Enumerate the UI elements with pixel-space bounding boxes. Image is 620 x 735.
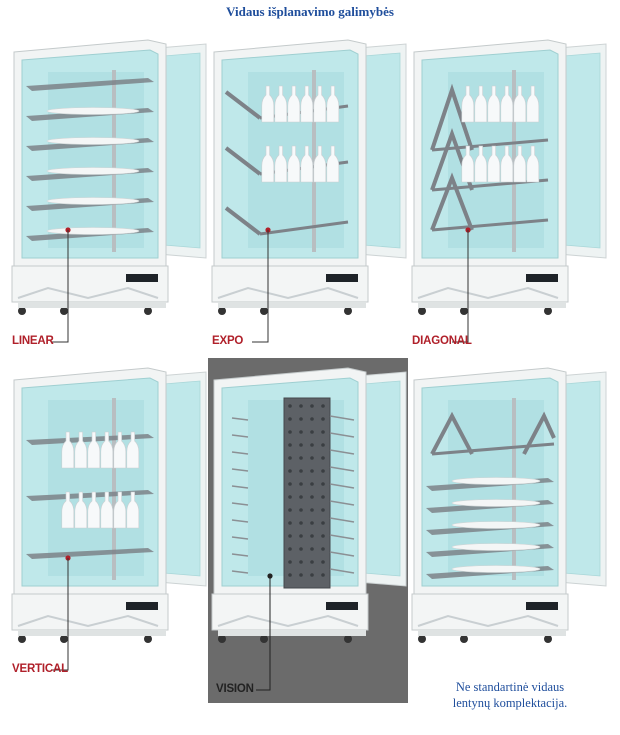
panel-vision: VISION [208,358,413,703]
note-line-1: Ne standartinė vidaus [455,680,565,694]
layout-label-vision: VISION [216,683,254,695]
panel-linear: LINEAR [8,30,213,375]
fridge-illustration-diagonal [411,39,607,343]
page-title: Vidaus išplanavimo galimybės [226,4,394,19]
fridge-illustration-custom [411,367,607,643]
layout-label-diagonal: DIAGONAL [412,335,472,347]
custom-layout-note: Ne standartinė vidaus lentynų komplektac… [420,679,600,711]
layout-label-linear: LINEAR [12,335,54,347]
fridge-illustration-linear [11,39,207,343]
panel-expo: EXPO [208,30,413,375]
fridge-illustration-expo [211,39,407,343]
layout-label-expo: EXPO [212,335,244,347]
fridge-illustration-vertical [11,367,207,671]
note-line-2: lentynų komplektacija. [452,696,568,710]
panel-diagonal: DIAGONAL [408,30,613,375]
panel-vertical: VERTICAL [8,358,213,703]
fridge-illustration-vision [211,367,407,691]
layout-label-vertical: VERTICAL [12,663,68,675]
panel-custom [408,358,613,703]
